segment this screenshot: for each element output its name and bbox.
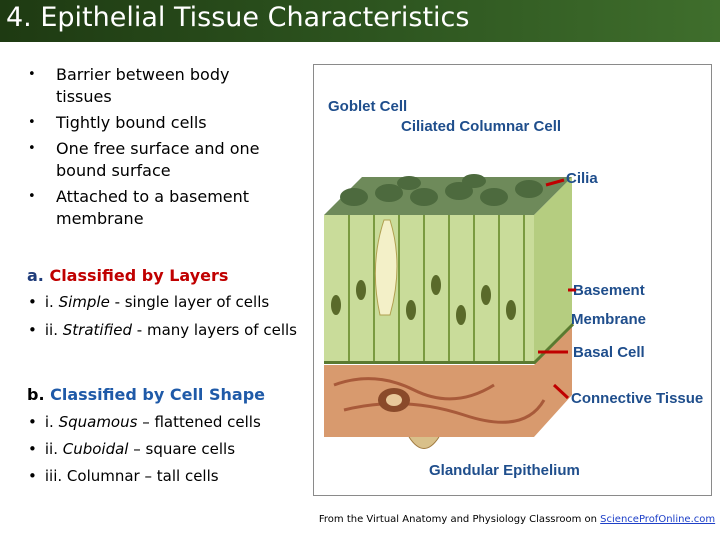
item-prefix: iii. <box>44 467 63 485</box>
list-item: • ii. Cuboidal – square cells <box>28 440 235 458</box>
label-basal-cell: Basal Cell <box>573 344 645 361</box>
item-prefix: i. <box>44 413 54 431</box>
bullet-icon: • <box>28 440 37 458</box>
footer-text: From the Virtual Anatomy and Physiology … <box>318 514 601 525</box>
section-title: Classified by Cell Shape <box>50 385 265 404</box>
list-item: • i. Simple - single layer of cells <box>28 293 269 311</box>
item-term: Squamous <box>58 413 138 431</box>
nuclei <box>331 275 516 325</box>
list-item: • One free surface and one bound surface <box>26 138 296 182</box>
list-item-text: One free surface and one <box>56 139 260 158</box>
label-basement: Basement <box>573 282 645 299</box>
list-item-text: bound surface <box>56 161 171 180</box>
epithelium-diagram: Goblet Cell Ciliated Columnar Cell Cilia… <box>313 64 712 496</box>
list-item: • i. Squamous – flattened cells <box>28 413 261 431</box>
list-item: • Tightly bound cells <box>26 112 296 134</box>
item-desc: - many layers of cells <box>132 321 297 339</box>
label-goblet-cell: Goblet Cell <box>328 98 407 115</box>
item-desc: – flattened cells <box>137 413 261 431</box>
item-desc: – tall cells <box>139 467 219 485</box>
epithelium-illustration: Goblet Cell Ciliated Columnar Cell Cilia… <box>324 98 703 479</box>
list-item-text: Barrier between body <box>56 65 230 84</box>
cilia-shape <box>340 174 543 206</box>
item-term: Cuboidal <box>62 440 129 458</box>
bullet-icon: • <box>28 467 37 485</box>
label-cilia: Cilia <box>566 170 598 187</box>
cell-layer-side <box>534 177 572 361</box>
item-prefix: ii. <box>44 440 58 458</box>
section-title: Classified by Layers <box>49 266 229 285</box>
bullet-icon: • <box>28 321 37 339</box>
bullet-icon: • <box>28 141 36 156</box>
bullet-icon: • <box>28 189 36 204</box>
label-ciliated-columnar-cell: Ciliated Columnar Cell <box>401 118 561 135</box>
item-term: Stratified <box>62 321 133 339</box>
bullet-icon: • <box>28 115 36 130</box>
section-a-heading: a. Classified by Layers <box>27 266 228 285</box>
characteristics-list: • Barrier between body tissues • Tightly… <box>26 64 296 234</box>
item-term: Simple <box>58 293 110 311</box>
list-item: • iii. Columnar – tall cells <box>28 467 219 485</box>
pointer-arrows <box>538 178 576 400</box>
cell-layer-front <box>324 215 534 361</box>
bullet-icon: • <box>28 293 37 311</box>
item-desc: - single layer of cells <box>109 293 270 311</box>
source-link[interactable]: ScienceProfOnline.com <box>600 514 716 525</box>
label-glandular-epithelium: Glandular Epithelium <box>429 462 580 479</box>
list-item-text: Tightly bound cells <box>56 113 207 132</box>
vessel-lumen <box>386 394 402 406</box>
gland-shape <box>408 436 440 449</box>
item-prefix: i. <box>44 293 54 311</box>
list-item: • ii. Stratified - many layers of cells <box>28 321 297 339</box>
list-item: • Barrier between body tissues <box>26 64 296 108</box>
bullet-icon: • <box>28 413 37 431</box>
section-letter: a. <box>27 266 44 285</box>
item-desc: – square cells <box>128 440 236 458</box>
section-b-heading: b. Classified by Cell Shape <box>27 385 265 404</box>
list-item-text: Attached to a basement <box>56 187 250 206</box>
list-item-text: membrane <box>56 209 144 228</box>
section-letter: b. <box>27 385 45 404</box>
bullet-icon: • <box>28 67 36 82</box>
list-item-text: tissues <box>56 87 112 106</box>
title-bar: 4. Epithelial Tissue Characteristics <box>0 0 720 42</box>
label-membrane: Membrane <box>571 311 646 328</box>
footer-credit: From the Virtual Anatomy and Physiology … <box>319 514 715 525</box>
goblet-cell-shape <box>374 219 398 316</box>
cell-borders <box>348 215 525 361</box>
label-connective-tissue: Connective Tissue <box>571 390 703 407</box>
fiber-line <box>343 399 546 424</box>
item-term: Columnar <box>66 467 140 485</box>
slide-title: 4. Epithelial Tissue Characteristics <box>6 2 470 33</box>
item-prefix: ii. <box>44 321 58 339</box>
list-item: • Attached to a basement membrane <box>26 186 296 230</box>
fiber-line <box>333 377 495 401</box>
